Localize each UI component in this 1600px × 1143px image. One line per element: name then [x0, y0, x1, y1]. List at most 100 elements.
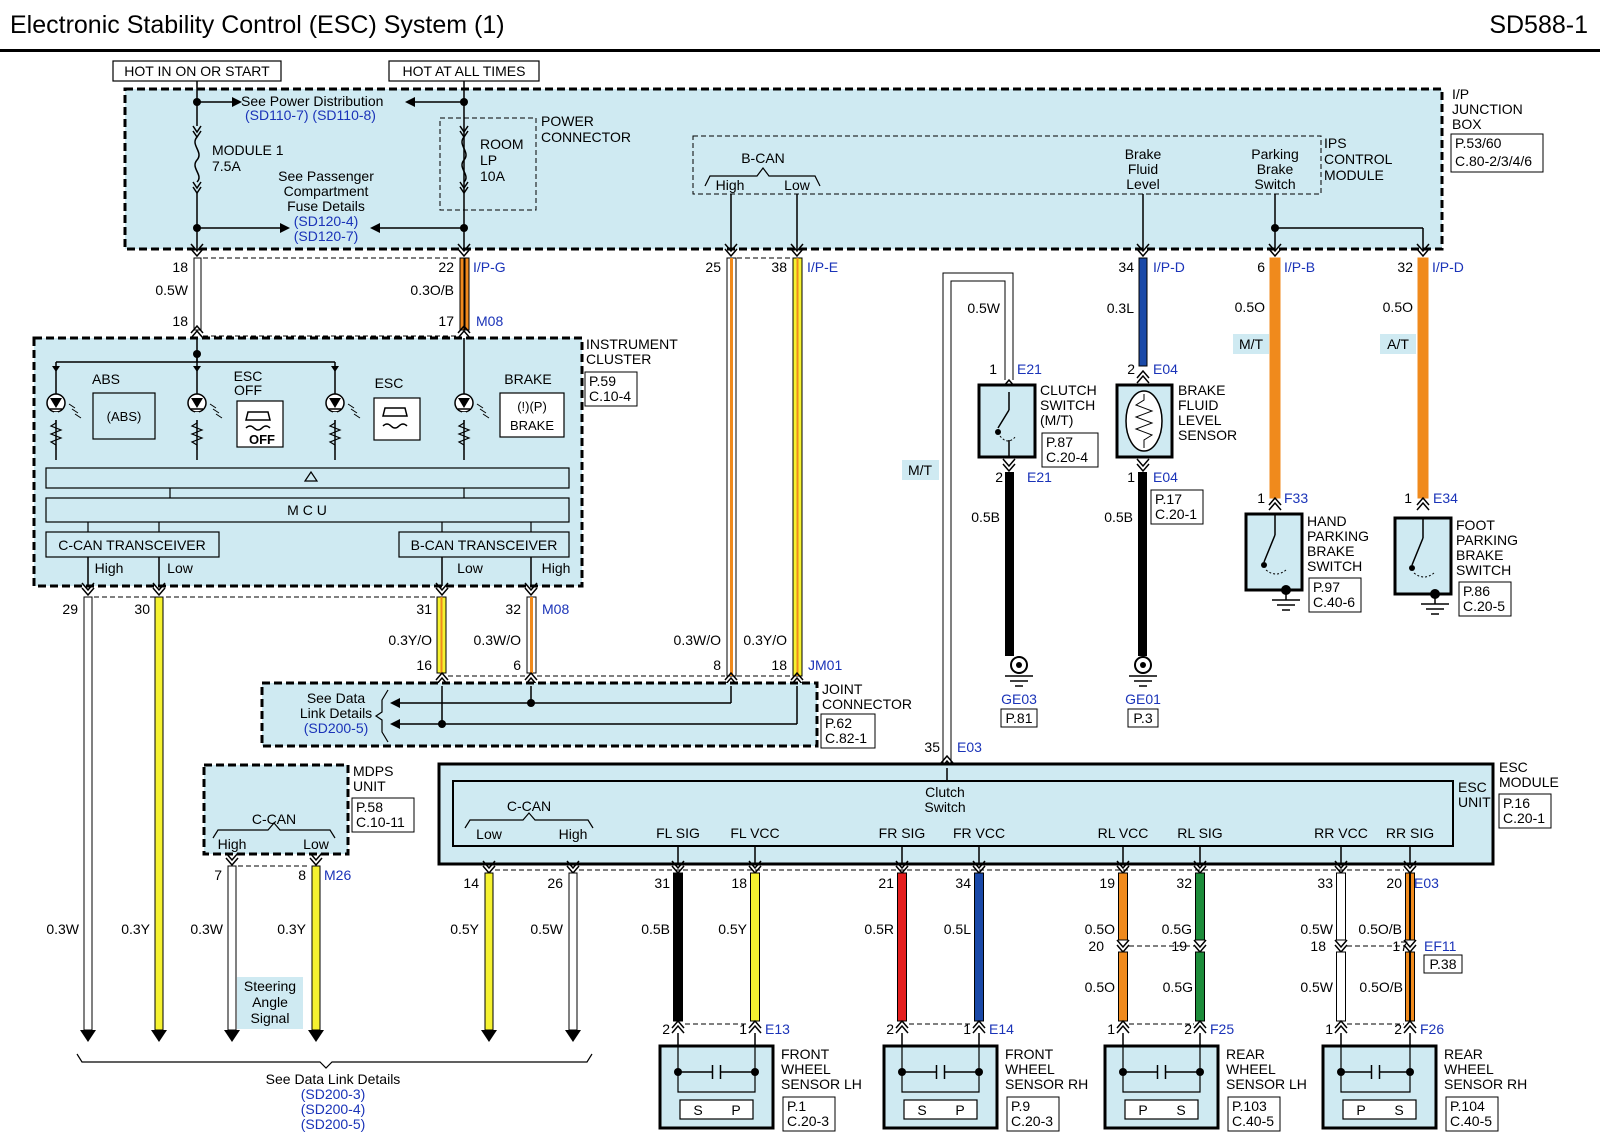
data-link-label: See Data Link Details	[266, 1071, 401, 1087]
wheel-sensor-label-2-3: WHEEL	[1226, 1061, 1276, 1077]
foot-label-1: FOOT	[1456, 517, 1495, 533]
cluster-label-2: CLUSTER	[586, 351, 651, 367]
esc-off-label-1: ESC	[234, 368, 263, 384]
hand-conn: F33	[1284, 490, 1308, 506]
sensor-wire-pin-6: 32	[1176, 875, 1192, 891]
wheel-sensor-label-1-1: FRONT	[781, 1046, 830, 1062]
sensor-wire-pin-5: 19	[1099, 875, 1115, 891]
ips-bcan: B-CAN	[741, 150, 785, 166]
wheel-sensor-ref-2-1: C.20-3	[787, 1113, 829, 1129]
ips-high: High	[716, 177, 745, 193]
ef-pin-19: 19	[1171, 938, 1187, 954]
clutch-label-3: (M/T)	[1040, 412, 1073, 428]
spec-34: 0.3L	[1107, 300, 1134, 316]
steering-2: Angle	[252, 994, 288, 1010]
room-fuse-lp: LP	[480, 152, 497, 168]
module-fuse-rating: 7.5A	[212, 158, 241, 174]
sensor-wire-3: 210.5R	[864, 872, 909, 1046]
joint-label-2: CONNECTOR	[822, 696, 912, 712]
conn-ipd-34: I/P-D	[1153, 259, 1185, 275]
sensor-wire-5: 190.5O	[1085, 872, 1130, 1046]
wheel-sensor-conn-3: F25	[1210, 1021, 1234, 1037]
abs-label: ABS	[92, 371, 120, 387]
page-code: SD588-1	[1489, 11, 1588, 39]
warning-lamp-led	[454, 393, 490, 450]
bcan-low: Low	[457, 560, 484, 576]
pin-34: 34	[1118, 259, 1134, 275]
sensor-wire-spec-3: 0.5R	[864, 921, 894, 937]
cluster-label-1: INSTRUMENT	[586, 336, 678, 352]
page-title: Electronic Stability Control (ESC) Syste…	[10, 11, 505, 39]
pin-32: 32	[1397, 259, 1413, 275]
esc-ref-2: C.20-1	[1503, 810, 1545, 826]
esc-pin26: 26	[547, 875, 563, 891]
mdps-label-1: MDPS	[353, 763, 393, 779]
esc-off-label-2: OFF	[234, 382, 262, 398]
esc-pin14: 14	[463, 875, 479, 891]
ips-label-3: MODULE	[1324, 167, 1384, 183]
clutch-conn2: E21	[1027, 469, 1052, 485]
sensor-wire-8: 200.5O/B	[1358, 872, 1417, 1046]
pin-30: 30	[134, 601, 150, 617]
esc-pin35: 35	[924, 739, 940, 755]
pin-18a: 18	[172, 259, 188, 275]
pin-16: 16	[416, 657, 432, 673]
wheel-sensor-ref-2-4: C.40-5	[1450, 1113, 1492, 1129]
clutch-mt-tag: M/T	[908, 462, 933, 478]
spec-left-1: 0.3W	[46, 921, 79, 937]
parking-1: Parking	[1251, 146, 1298, 162]
clutch-conn1: E21	[1017, 361, 1042, 377]
hand-label-4: SWITCH	[1307, 558, 1362, 574]
pin-8: 8	[713, 657, 721, 673]
ips-label-2: CONTROL	[1324, 151, 1393, 167]
warning-lamp-led	[187, 393, 223, 450]
sensor-wire-4: 340.5L	[944, 872, 986, 1046]
room-fuse-rating: 10A	[480, 168, 506, 184]
spec-left-2: 0.3Y	[121, 921, 150, 937]
power-connector-label-1: POWER	[541, 113, 594, 129]
hand-label-1: HAND	[1307, 513, 1347, 529]
foot-conn: E34	[1433, 490, 1458, 506]
pin-38: 38	[771, 259, 787, 275]
hand-ref-1: P.97	[1313, 579, 1340, 595]
wheel-sensor-pin-b-1: 1	[739, 1021, 747, 1037]
sensor-wire-pin-2: 18	[731, 875, 747, 891]
ef-spec-2: 0.5G	[1163, 979, 1193, 995]
spec-left-3: 0.3W	[190, 921, 223, 937]
bf-conn1: E04	[1153, 469, 1178, 485]
warning-lamp-led	[46, 393, 82, 450]
mdps-unit	[202, 763, 350, 856]
ip-junction-box	[123, 87, 1444, 251]
power-ref: (SD110-7) (SD110-8)	[245, 107, 376, 123]
wheel-sensor-label-3-2: SENSOR RH	[1005, 1076, 1088, 1092]
bf-pin2: 2	[1127, 361, 1135, 377]
mdps-ref-1: P.58	[356, 799, 383, 815]
data-link-ref-2: (SD200-4)	[301, 1101, 366, 1117]
spec-32: 0.5O	[1383, 299, 1413, 315]
ccan-high: High	[95, 560, 124, 576]
wheel-sensor-ref-1-3: P.103	[1232, 1098, 1267, 1114]
tag-mt: M/T	[1239, 336, 1264, 352]
brake-fluid-2: Fluid	[1128, 161, 1158, 177]
esc-ref-1: P.16	[1503, 795, 1530, 811]
esc-off-icon-text: OFF	[249, 432, 275, 447]
sensor-wire-pin-8: 20	[1386, 875, 1402, 891]
mdps-pin7: 7	[214, 867, 222, 883]
conn-ipd-32: I/P-D	[1432, 259, 1464, 275]
hand-label-3: BRAKE	[1307, 543, 1354, 559]
wheel-sensor-sp-b-1: P	[731, 1102, 740, 1118]
sensor-wire-spec-7: 0.5W	[1300, 921, 1333, 937]
hand-pin: 1	[1257, 490, 1265, 506]
ef-pin-18: 18	[1310, 938, 1326, 954]
wheel-sensor-sp-a-3: P	[1138, 1102, 1147, 1118]
wheel-sensor-ref-1-4: P.104	[1450, 1098, 1485, 1114]
brake-fluid-3: Level	[1126, 176, 1159, 192]
pin-18b: 18	[172, 313, 188, 329]
brake-fluid-1: Brake	[1125, 146, 1162, 162]
wheel-sensor-sp-b-4: S	[1394, 1102, 1403, 1118]
esc-pin-label-1: FL SIG	[656, 825, 700, 841]
wheel-sensor-conn-2: E14	[989, 1021, 1014, 1037]
esc-clutch-1: Clutch	[925, 784, 965, 800]
esc-label: ESC	[375, 375, 404, 391]
